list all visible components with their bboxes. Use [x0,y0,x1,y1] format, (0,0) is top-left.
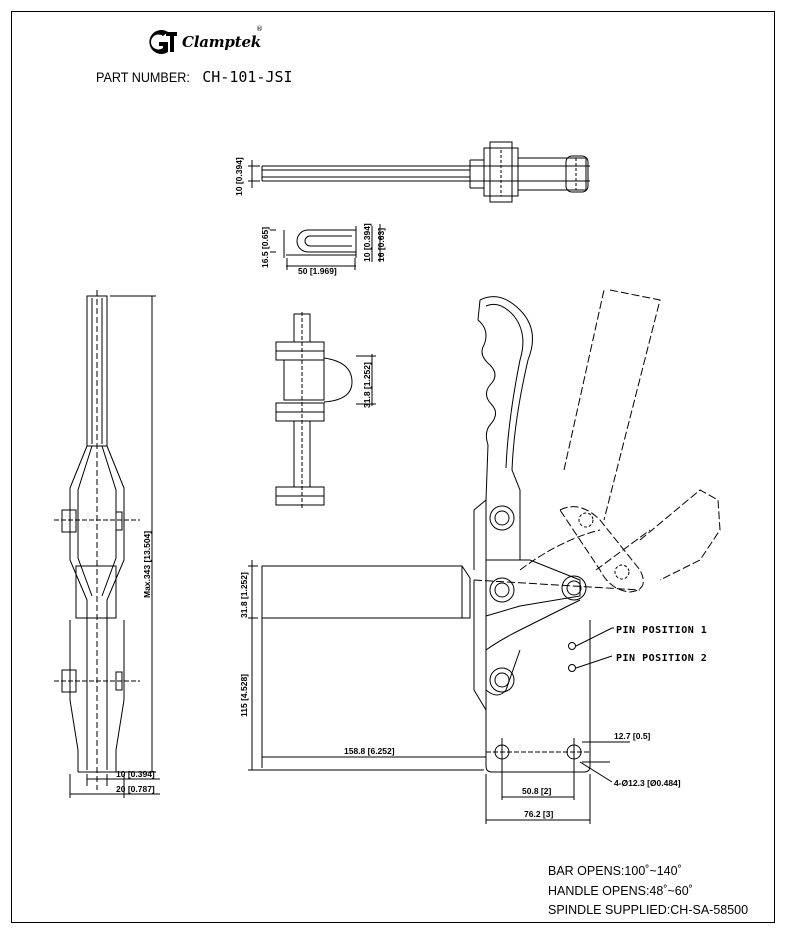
dim-base-width: 76.2 [3] [524,809,553,819]
part-number-label: PART NUMBER: [96,69,190,85]
main-elevation [261,289,721,800]
dim-spindle-height: 31.8 [1.252] [362,362,372,408]
dim-base-height: 115 [4.528] [239,674,249,717]
pin-position-2-label: PIN POSITION 2 [616,653,707,664]
dim-eye-height: 16.5 [0.65] [260,227,270,268]
spindle-detail [275,312,376,508]
dim-hole-spacing: 50.8 [2] [522,786,551,796]
note-handle-opens: HANDLE OPENS:48˚~60˚ [548,883,693,898]
part-number-value: CH-101-JSI [202,68,293,86]
dim-top-bar-thk: 10 [0.394] [234,157,244,196]
dim-eye-thk: 10 [0.394] [362,223,372,262]
pin-position-1-label: PIN POSITION 1 [616,625,707,636]
spec-notes: BAR OPENS:100˚~140˚ HANDLE OPENS:48˚~60˚… [548,862,748,921]
part-number-line: PART NUMBER: CH-101-JSI [96,68,293,86]
note-spindle: SPINDLE SUPPLIED:CH-SA-58500 [548,903,749,917]
brand-registered-mark: ® [256,25,263,33]
dim-holes: 4-Ø12.3 [Ø0.484] [614,778,681,788]
brand-mark-icon [149,30,177,54]
brand-logo: Clamptek ® [144,25,263,56]
drawing-frame [11,11,775,923]
dim-eye-width: 16 [0.63] [376,228,386,262]
dim-side-thk: 10 [0.394] [116,769,155,779]
note-bar-opens: BAR OPENS:100˚~140˚ [548,864,682,878]
dim-eye-length: 50 [1.969] [298,266,337,276]
dim-bar-height: 31.8 [1.252] [239,572,249,618]
eye-detail [270,224,381,270]
side-view [54,290,160,798]
top-view-bar [261,141,590,203]
dim-hole-offset: 12.7 [0.5] [614,731,651,741]
brand-name: Clamptek [182,33,261,51]
dim-max-height: Max.343 [13.504] [142,531,152,598]
dim-side-width: 20 [0.787] [116,784,155,794]
dim-bar-length: 158.8 [6.252] [344,746,395,756]
